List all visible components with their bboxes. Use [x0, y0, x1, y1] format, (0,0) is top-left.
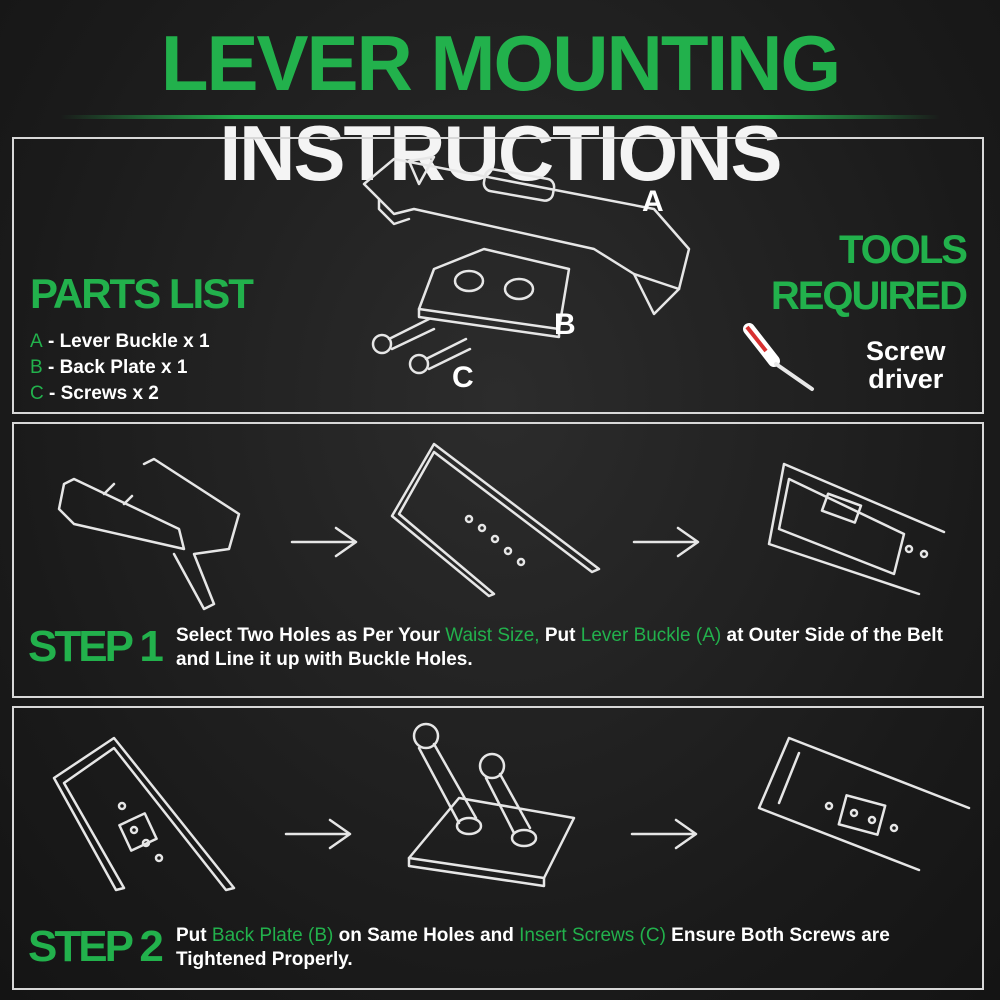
arrow-icon: [290, 526, 358, 558]
plate-screws-drawing: [407, 722, 576, 888]
arrow-icon: [630, 818, 698, 850]
step1-illustration: [57, 442, 946, 611]
screws-drawing: [371, 317, 472, 375]
belt-holes-drawing: [52, 736, 236, 892]
parts-item-a: A - Lever Buckle x 1: [30, 331, 210, 352]
parts-item-c: C - Screws x 2: [30, 383, 159, 404]
label-a: A: [642, 185, 664, 218]
belt-with-buckle-drawing: [767, 462, 946, 596]
label-c: C: [452, 361, 474, 394]
parts-item-b: B - Back Plate x 1: [30, 357, 188, 378]
back-plate-drawing: [417, 247, 571, 339]
screwdriver-icon: [743, 323, 814, 391]
step2-panel: STEP 2 Put Back Plate (B) on Same Holes …: [12, 706, 984, 990]
step1-label: STEP 1: [28, 622, 164, 671]
belt-with-plate-drawing: [757, 736, 971, 872]
label-b: B: [554, 308, 576, 341]
tools-required: TOOLS REQUIRED: [770, 228, 968, 318]
step1-panel: STEP 1 Select Two Holes as Per Your Wais…: [12, 422, 984, 698]
parts-list-heading: PARTS LIST: [30, 270, 254, 317]
parts-illustration: A B C: [362, 155, 814, 394]
parts-panel: A B C PARTS LIST A - Lever Buckle x 1 B …: [12, 137, 984, 414]
parts-list: A - Lever Buckle x 1 B - Back Plate x 1 …: [30, 329, 210, 407]
step2-illustration: [52, 722, 971, 892]
arrow-icon: [284, 818, 352, 850]
belt-drawing: [390, 442, 601, 598]
step1-text: Select Two Holes as Per Your Waist Size,…: [176, 625, 943, 670]
step2-label: STEP 2: [28, 922, 164, 971]
title-underline: [60, 115, 940, 119]
open-lever-drawing: [57, 457, 241, 611]
step2-text: Put Back Plate (B) on Same Holes and Ins…: [176, 925, 890, 970]
lever-buckle-drawing: [362, 155, 691, 316]
page-title: LEVER MOUNTING INSTRUCTIONS: [160, 19, 841, 197]
arrow-icon: [632, 526, 700, 558]
